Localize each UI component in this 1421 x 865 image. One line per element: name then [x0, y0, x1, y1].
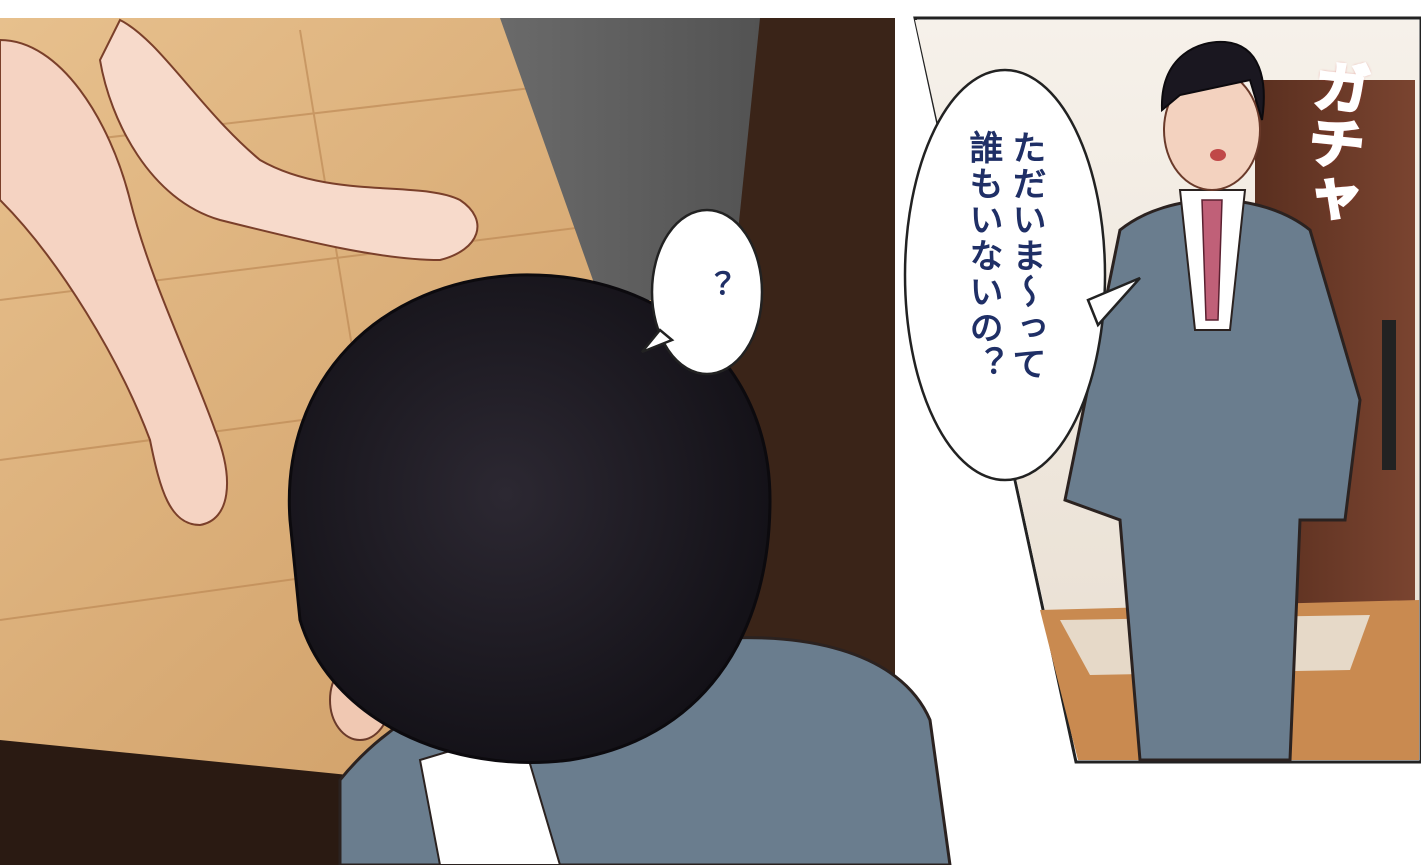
door-handle — [1382, 320, 1396, 470]
question-bubble-text: ？ — [695, 270, 730, 302]
left-panel — [0, 18, 952, 865]
speech-bubble — [903, 68, 1141, 482]
question-bubble — [641, 208, 764, 376]
speech-line-1: ただいま〜って — [1006, 130, 1046, 382]
speech-line-2: 誰もいないの？ — [963, 130, 1003, 382]
legs — [0, 18, 479, 527]
standing-man — [1063, 40, 1362, 762]
hair-head — [287, 273, 772, 764]
